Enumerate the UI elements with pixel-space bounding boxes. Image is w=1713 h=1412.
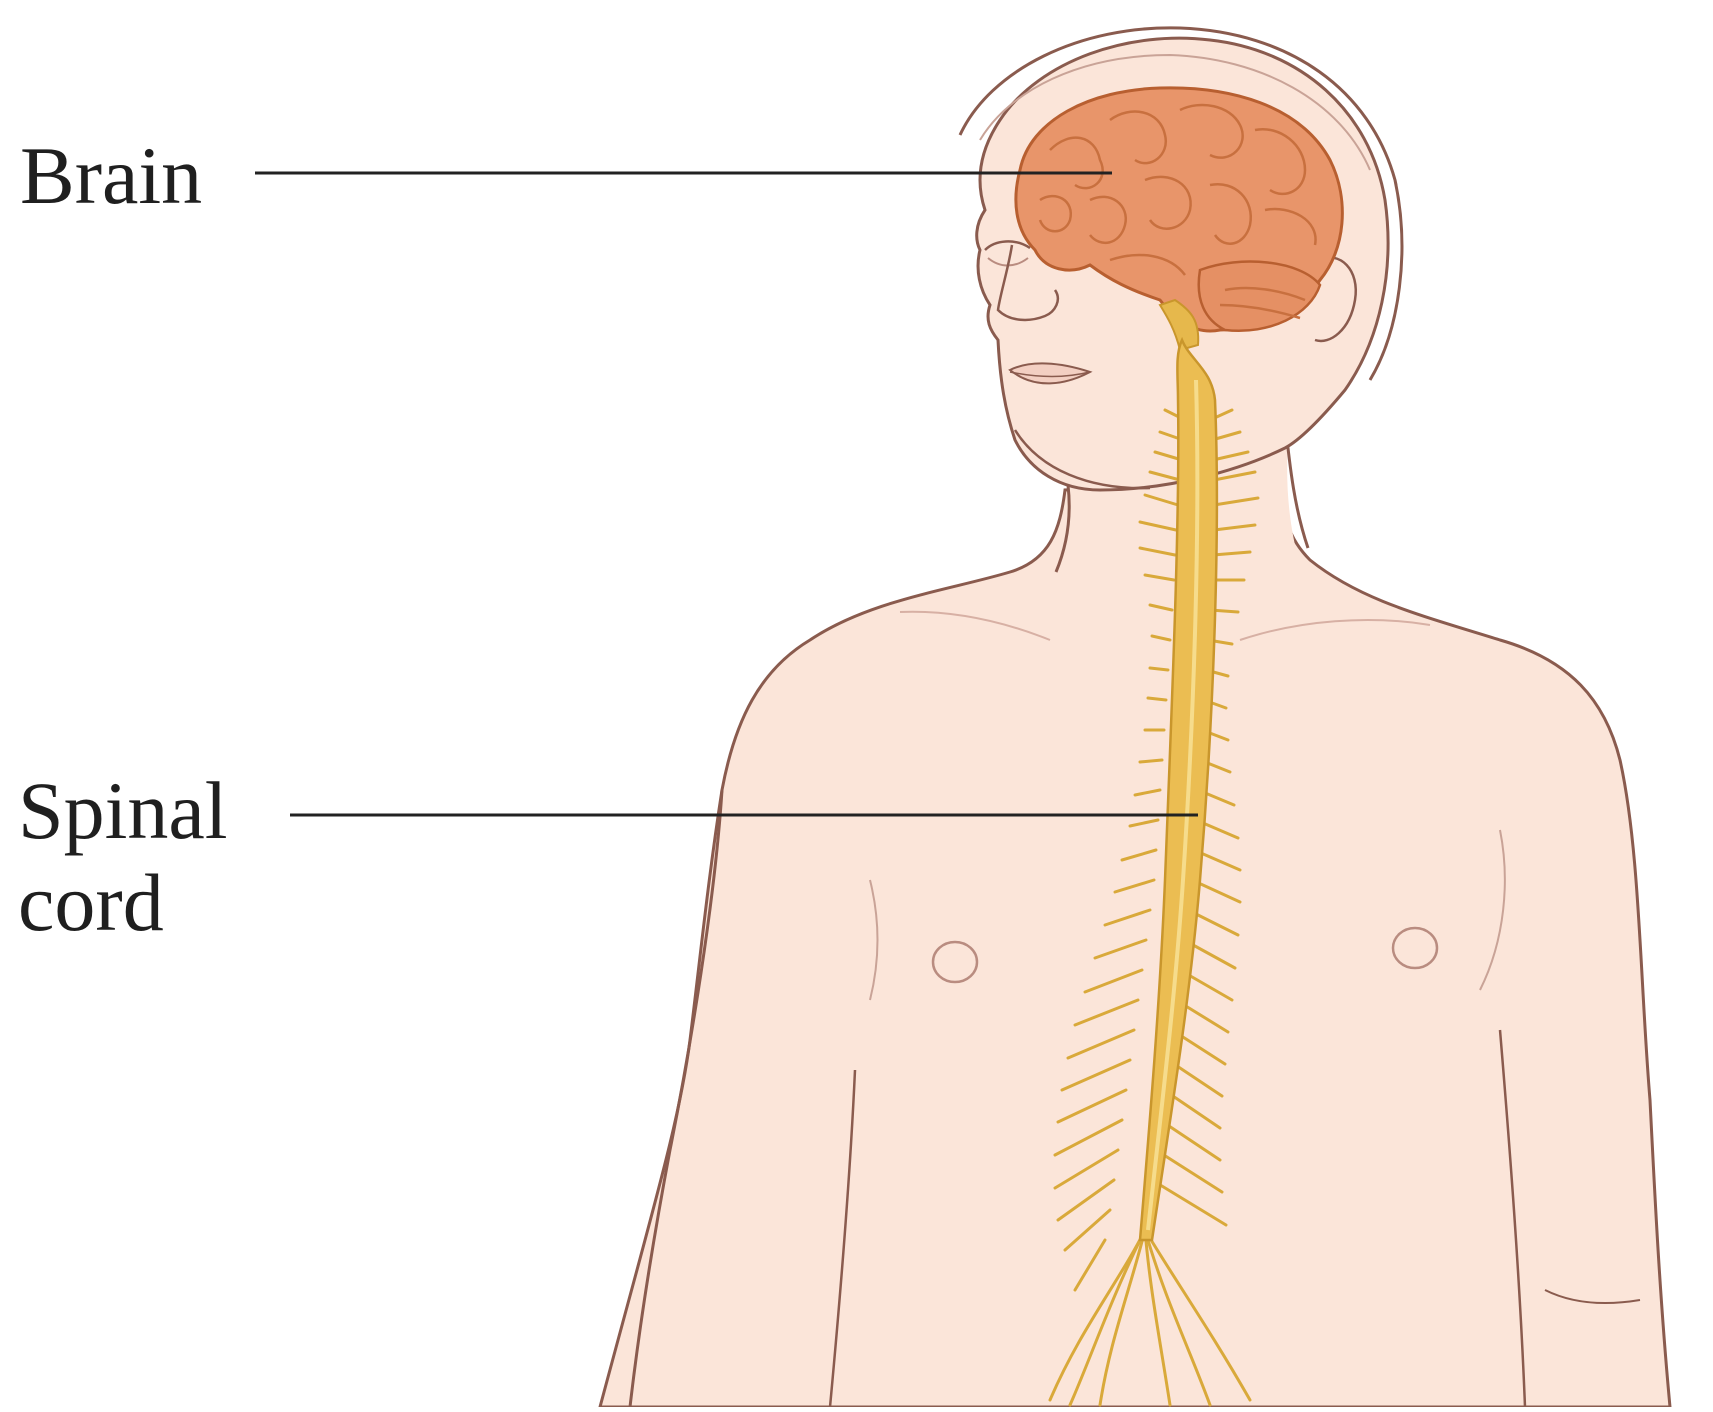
hair-inner — [979, 53, 1371, 171]
nose — [996, 244, 1060, 322]
hair — [958, 26, 1404, 381]
spinal-cord-label-line1: Spinal — [18, 765, 228, 856]
left-arm-line — [628, 789, 724, 1408]
spinal-nerves — [1048, 408, 1260, 1407]
spinal-cord-highlight — [1146, 379, 1200, 1231]
ear — [1314, 256, 1358, 343]
left-armpit-line — [828, 1069, 857, 1408]
right-armpit-line — [1498, 1029, 1527, 1408]
right-chest-contour — [1479, 829, 1506, 991]
mouth-line — [1009, 371, 1091, 378]
left-chest-contour — [869, 879, 879, 1001]
left-nipple — [931, 940, 979, 984]
spinal-cord-label-line2: cord — [18, 857, 164, 948]
brain-folds — [1038, 103, 1317, 320]
left-clavicle — [899, 610, 1051, 641]
labels: Brain Spinal cord — [18, 130, 1198, 948]
eye — [984, 240, 1031, 251]
right-clavicle — [1239, 619, 1431, 641]
chin — [1013, 429, 1151, 490]
brain — [1014, 86, 1344, 352]
right-nipple — [1391, 926, 1439, 970]
brain-label: Brain — [20, 130, 202, 221]
spinal-cord — [1048, 336, 1260, 1407]
cerebellum — [1197, 260, 1322, 332]
right-arm-fold — [1544, 1289, 1641, 1304]
neck-left-line — [1054, 484, 1071, 573]
